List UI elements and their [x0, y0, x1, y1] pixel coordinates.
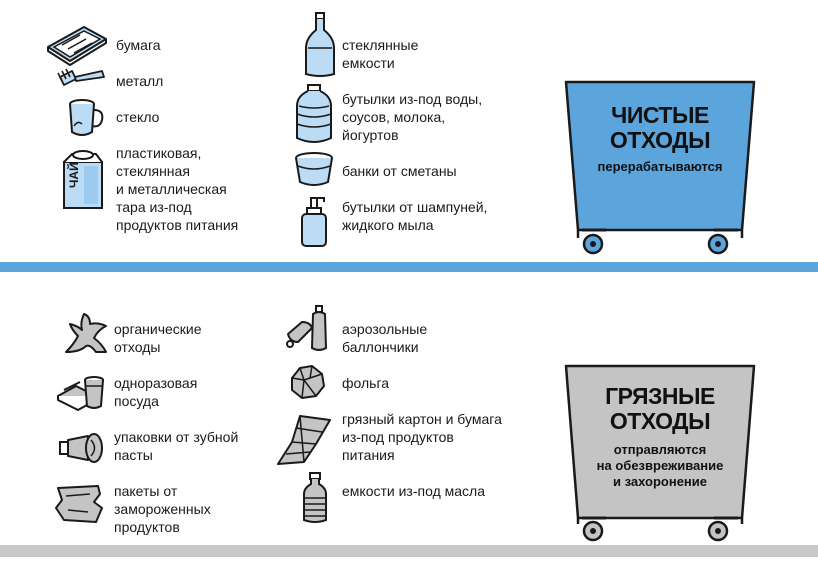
- dirty-waste-bin: ГРЯЗНЫЕ ОТХОДЫ отправляются на обезврежи…: [560, 364, 760, 557]
- label-organic: органические отходы: [114, 321, 202, 355]
- label-aerosol: аэрозольные баллончики: [342, 321, 428, 355]
- label-glass: стекло: [116, 109, 160, 125]
- dirty-bin-subtitle: отправляются на обезвреживание и захорон…: [596, 442, 724, 489]
- oil-bottle-icon: [302, 472, 328, 529]
- label-metal: металл: [116, 73, 164, 89]
- pump-bottle-icon: [300, 196, 330, 253]
- clean-waste-bin: ЧИСТЫЕ ОТХОДЫ перерабатываются: [560, 80, 760, 264]
- section-divider-gray: [0, 545, 818, 557]
- tea-tin-icon: ЧАЙ: [62, 148, 106, 217]
- fork-icon: [57, 67, 106, 96]
- toothpaste-tube-icon: [58, 428, 104, 469]
- frozen-bag-icon: [54, 484, 104, 529]
- label-disposable-dishes: одноразовая посуда: [114, 375, 198, 409]
- sour-cream-jar-icon: [294, 152, 334, 193]
- label-dirty-cardboard: грязный картон и бумага из-под продуктов…: [342, 411, 502, 463]
- label-containers: пластиковая, стеклянная и металлическая …: [116, 145, 239, 233]
- label-oil-containers: емкости из-под масла: [342, 483, 485, 499]
- label-plastic-bottles: бутылки из-под воды, соусов, молока, йог…: [342, 91, 483, 143]
- glass-bottle-icon: [304, 12, 336, 83]
- label-sour-cream-jars: банки от сметаны: [342, 163, 457, 179]
- section-divider-blue: [0, 262, 818, 272]
- disposable-dishes-icon: [56, 374, 106, 417]
- label-paper: бумага: [116, 37, 161, 53]
- label-toothpaste: упаковки от зубной пасты: [114, 429, 239, 463]
- foil-ball-icon: [288, 364, 326, 405]
- label-glass-containers: стеклянные емкости: [342, 37, 419, 71]
- aerosol-can-icon: [286, 304, 330, 359]
- water-bottle-icon: [293, 84, 335, 151]
- label-foil: фольга: [342, 375, 390, 391]
- clean-bin-subtitle: перерабатываются: [597, 159, 723, 174]
- clean-bin-title: ЧИСТЫЕ ОТХОДЫ: [609, 102, 711, 153]
- dirty-cardboard-icon: [276, 414, 332, 471]
- dirty-bin-title: ГРЯЗНЫЕ ОТХОДЫ: [605, 383, 715, 434]
- banana-peel-icon: [62, 312, 108, 357]
- label-frozen-bags: пакеты от замороженных продуктов: [114, 483, 211, 535]
- tea-tin-text: ЧАЙ: [66, 162, 81, 188]
- label-pump-bottles: бутылки от шампуней, жидкого мыла: [342, 199, 488, 233]
- glass-cup-icon: [66, 98, 108, 143]
- paper-icon: [46, 25, 108, 70]
